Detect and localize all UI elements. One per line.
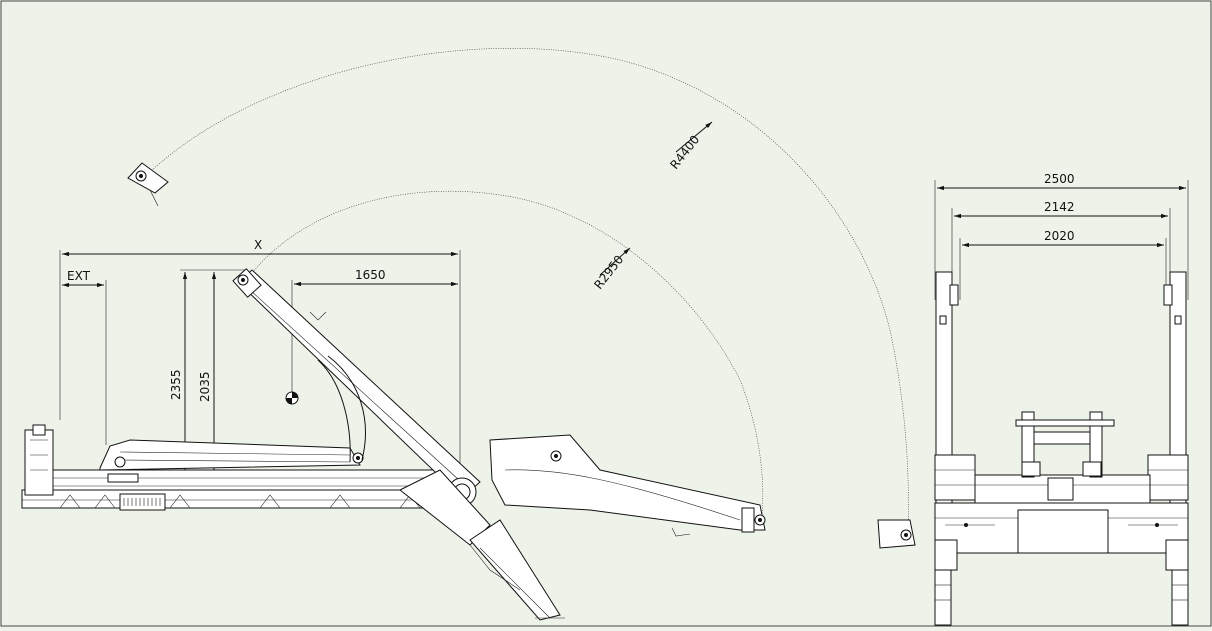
r2950-leader — [599, 247, 631, 276]
dim-2020-label: 2020 — [1044, 229, 1075, 243]
r4400-leader — [675, 121, 713, 153]
dim-x-label: X — [254, 238, 262, 252]
r4400-label: R4400 — [667, 133, 702, 172]
outer-swing-arc — [149, 47, 909, 531]
rear-wheels — [934, 539, 1189, 626]
dim-2500-label: 2500 — [1044, 172, 1075, 186]
r2950-label: R2950 — [591, 253, 626, 292]
chassis-frame — [21, 424, 461, 511]
rear-crossbeam — [974, 411, 1151, 504]
inner-swing-arc — [247, 190, 764, 516]
hook-tip-bottom — [877, 519, 916, 549]
hook-tip-top — [127, 162, 169, 207]
right-post — [1147, 271, 1189, 513]
dim-1650-label: 1650 — [355, 268, 386, 282]
left-post — [934, 271, 976, 513]
dim-2355-label: 2355 — [169, 369, 183, 400]
rear-chassis — [934, 502, 1189, 554]
swung-arm — [489, 434, 766, 537]
dim-2142-label: 2142 — [1044, 200, 1075, 214]
dim-2035-label: 2035 — [198, 371, 212, 402]
rear-view: 2500 2142 2020 — [934, 172, 1189, 626]
hydraulic-cylinder — [99, 439, 364, 483]
lower-arm — [399, 469, 565, 621]
dim-ext-label: EXT — [67, 269, 91, 283]
side-view: R4400 R2950 X EXT 1650 2 — [21, 47, 916, 621]
